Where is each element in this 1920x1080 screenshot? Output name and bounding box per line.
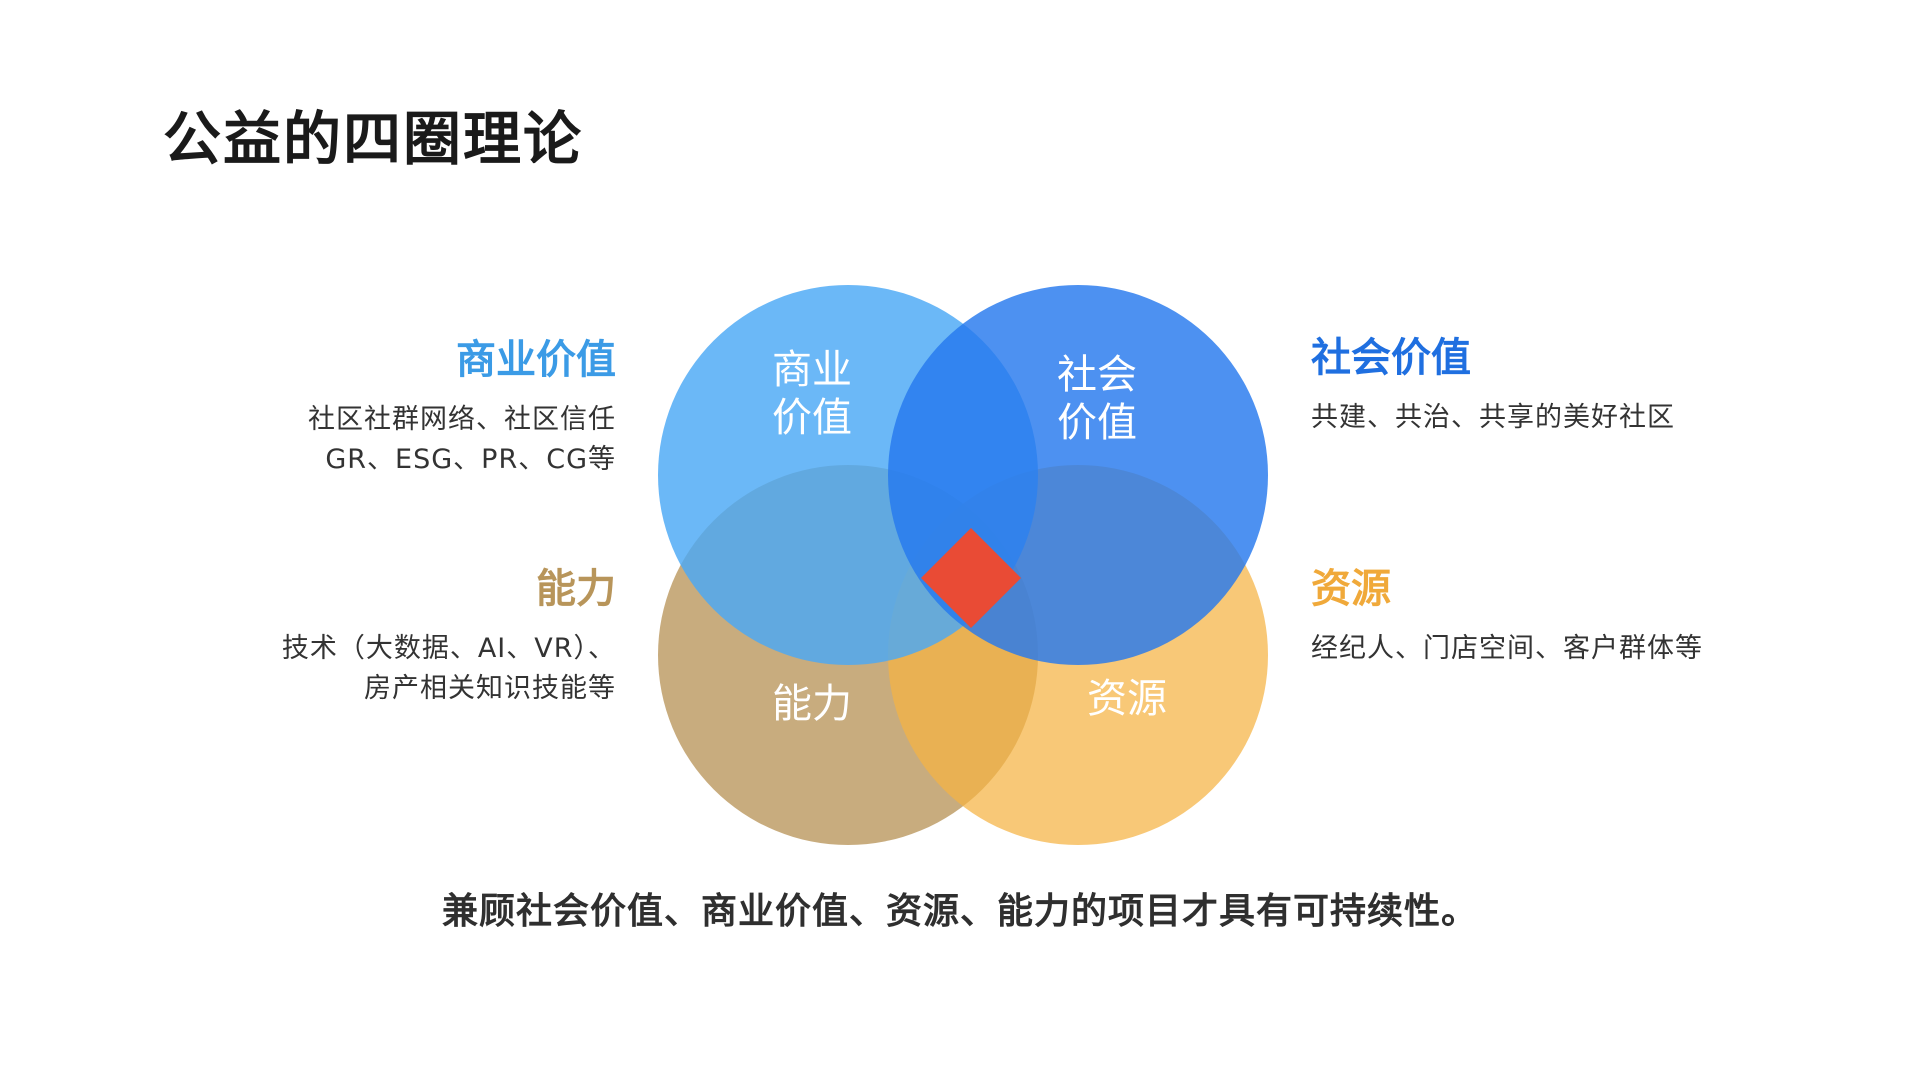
commercial-value-desc-1: 社区社群网络、社区信任 (308, 404, 616, 435)
commercial-value-heading: 商业价值 (456, 337, 616, 383)
ability-block: 能力 技术（大数据、AI、VR）、 房产相关知识技能等 (282, 565, 616, 709)
social-value-desc-1: 共建、共治、共享的美好社区 (1311, 402, 1675, 433)
center-diamond (921, 528, 1021, 628)
social-circle-label-2: 价值 (1057, 400, 1137, 446)
resources-circle-label: 资源 (1087, 676, 1167, 722)
social-value-block: 社会价值 共建、共治、共享的美好社区 (1311, 334, 1675, 438)
resources-desc-1: 经纪人、门店空间、客户群体等 (1311, 633, 1703, 664)
resources-heading: 资源 (1311, 566, 1391, 612)
social-value-heading: 社会价值 (1311, 335, 1471, 381)
ability-desc-1: 技术（大数据、AI、VR）、 (281, 633, 616, 664)
commercial-value-desc-2: GR、ESG、PR、CG等 (325, 444, 616, 475)
ability-desc-2: 房产相关知识技能等 (364, 673, 616, 704)
page-title: 公益的四圈理论 (163, 105, 584, 173)
ability-heading: 能力 (536, 566, 616, 612)
ability-circle-label: 能力 (772, 681, 852, 727)
commercial-circle-label-1: 商业 (772, 347, 852, 393)
commercial-circle-label-2: 价值 (772, 395, 852, 441)
social-value-circle (888, 285, 1268, 665)
commercial-value-block: 商业价值 社区社群网络、社区信任 GR、ESG、PR、CG等 (308, 336, 616, 480)
resources-block: 资源 经纪人、门店空间、客户群体等 (1311, 565, 1703, 669)
social-circle-label-1: 社会 (1057, 352, 1137, 398)
conclusion-text: 兼顾社会价值、商业价值、资源、能力的项目才具有可持续性。 (441, 891, 1478, 932)
